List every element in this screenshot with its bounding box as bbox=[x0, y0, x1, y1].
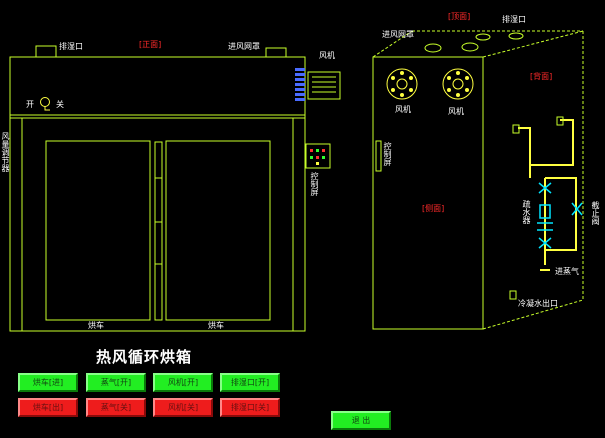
switch-on-label: 开 bbox=[26, 100, 34, 109]
switch-knob-icon bbox=[40, 97, 50, 107]
side-control-panel bbox=[375, 140, 382, 172]
front-air-intake-label: 进风网罩 bbox=[228, 42, 260, 51]
side-fan-2-icon bbox=[442, 68, 474, 100]
cart-left-label: 烘车 bbox=[88, 321, 104, 330]
front-exhaust-label: 排湿口 bbox=[59, 42, 83, 51]
side-fan-1-icon bbox=[386, 68, 418, 100]
side-fan-2-label: 风机 bbox=[448, 107, 464, 116]
front-air-intake-hood bbox=[265, 47, 287, 58]
cart-in-button[interactable]: 烘车[进] bbox=[18, 373, 78, 392]
condensate-outlet-label: 冷凝水出口 bbox=[518, 299, 558, 308]
front-control-panel bbox=[305, 143, 331, 169]
front-exhaust-port bbox=[35, 45, 57, 58]
right-door bbox=[165, 140, 271, 321]
side-exhaust-label: 排湿口 bbox=[502, 15, 526, 24]
trap-label: 疏水器 bbox=[522, 200, 531, 224]
switch-off-label: 关 bbox=[56, 100, 64, 109]
steam-piping bbox=[518, 119, 577, 271]
steam-inlet-label: 进蒸气 bbox=[555, 267, 579, 276]
front-view-label: [正面] bbox=[139, 40, 162, 49]
side-control-panel-label: 控制屏 bbox=[383, 142, 392, 166]
exhaust-open-button[interactable]: 排湿口[开] bbox=[220, 373, 280, 392]
front-fan-housing bbox=[307, 71, 341, 100]
steam-off-button[interactable]: 蒸气[关] bbox=[86, 398, 146, 417]
front-control-panel-label: 控制屏 bbox=[310, 172, 319, 196]
top-view-label: [顶面] bbox=[448, 12, 471, 21]
left-door bbox=[45, 140, 151, 321]
fan-on-button[interactable]: 风机[开] bbox=[153, 373, 213, 392]
air-volume-adjuster-label: 风量调节器 bbox=[1, 132, 10, 172]
page-title: 热风循环烘箱 bbox=[96, 348, 193, 366]
back-view-label: [背面] bbox=[530, 72, 553, 81]
valve-icons bbox=[537, 182, 583, 249]
cart-right-label: 烘车 bbox=[208, 321, 224, 330]
fan-off-button[interactable]: 风机[关] bbox=[153, 398, 213, 417]
exit-button[interactable]: 退 出 bbox=[331, 411, 391, 430]
side-view-label: [侧面] bbox=[422, 204, 445, 213]
front-oven-body bbox=[9, 56, 306, 332]
stop-valve-label: 截止阀 bbox=[591, 201, 600, 225]
steam-on-button[interactable]: 蒸气[开] bbox=[86, 373, 146, 392]
exhaust-close-button[interactable]: 排湿口[关] bbox=[220, 398, 280, 417]
door-hinge bbox=[154, 141, 163, 321]
side-fan-1-label: 风机 bbox=[395, 105, 411, 114]
cart-out-button[interactable]: 烘车[出] bbox=[18, 398, 78, 417]
side-oven-body bbox=[372, 56, 484, 330]
front-fan-label: 风机 bbox=[319, 51, 335, 60]
side-air-intake-label: 进风网罩 bbox=[382, 30, 414, 39]
